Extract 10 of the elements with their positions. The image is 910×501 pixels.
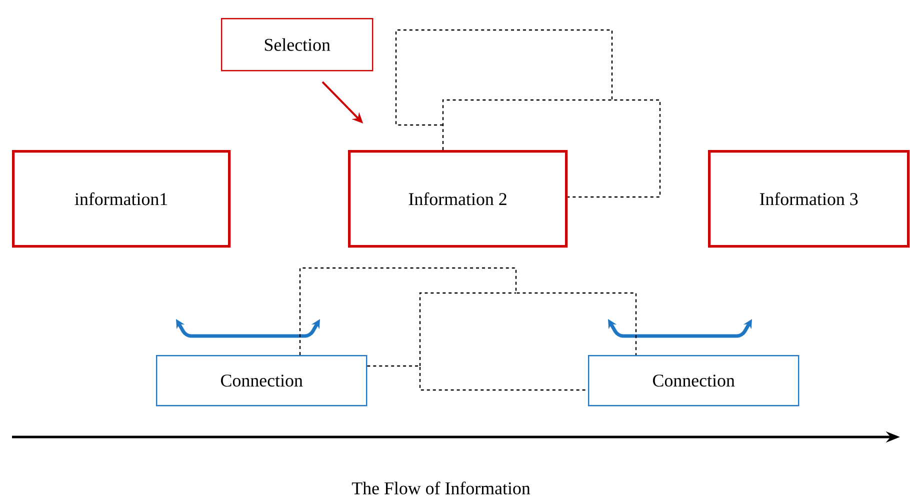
selection-box: Selection (221, 18, 374, 72)
axis-label: The Flow of Information (352, 482, 530, 494)
information-box: information1 (12, 150, 231, 248)
dashed-connector (442, 99, 661, 198)
connection-box: Connection (156, 355, 368, 406)
dashed-connector (367, 365, 588, 391)
connection-box: Connection (588, 355, 800, 406)
dashed-connector (299, 267, 637, 355)
information-box: Information 3 (708, 150, 910, 248)
information-box: Information 2 (348, 150, 568, 248)
